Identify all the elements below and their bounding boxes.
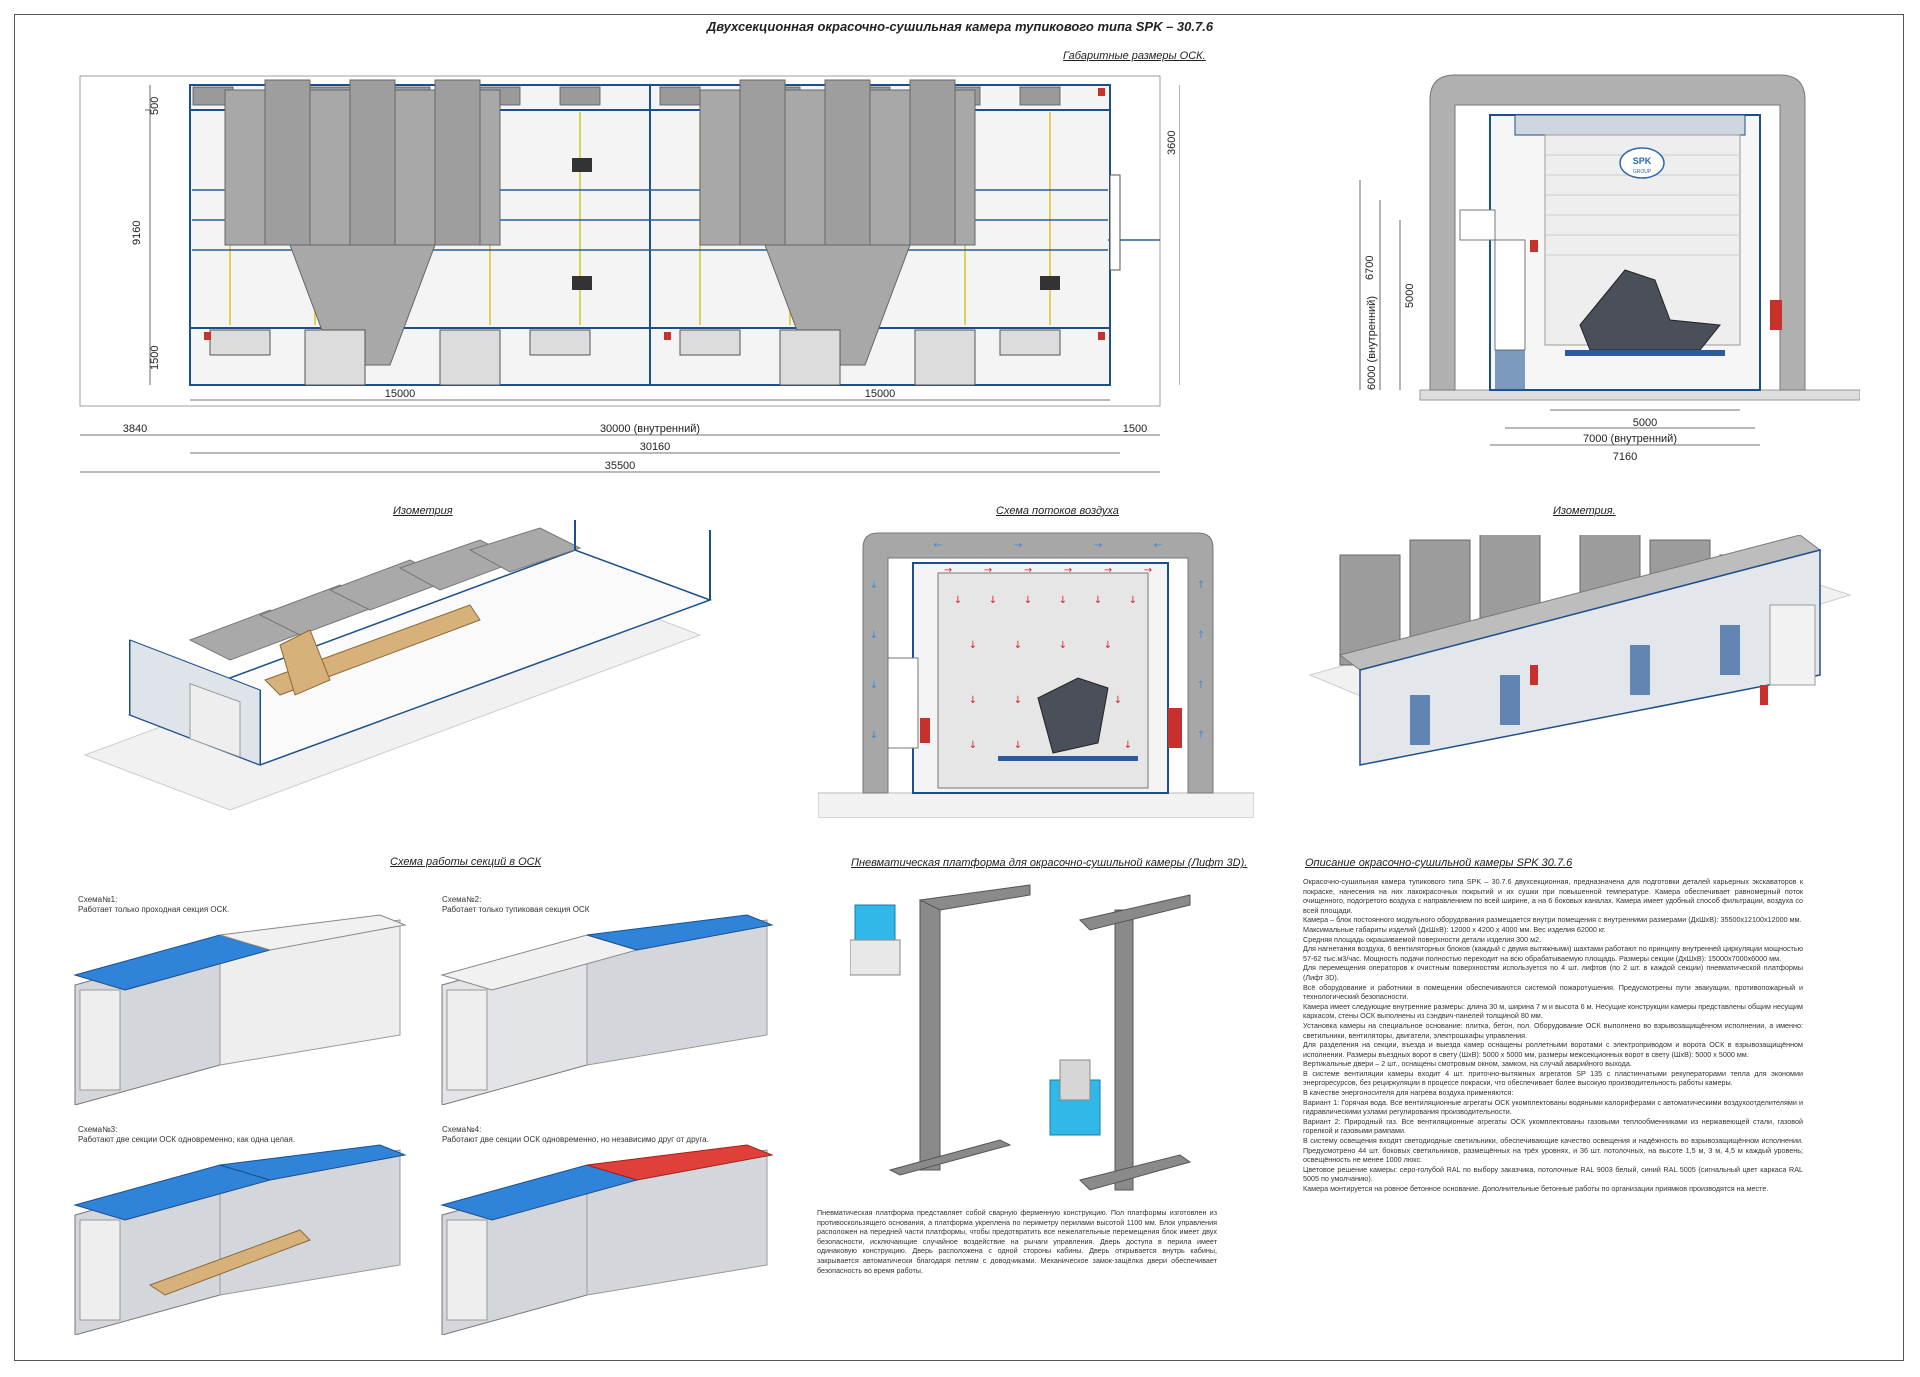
svg-text:↓: ↓ [1014,695,1022,706]
caption-iso-left: Изометрия [393,505,453,517]
svg-text:→: → [1104,565,1112,576]
dim-right-top: 3600 [1166,131,1178,155]
svg-text:↓: ↓ [1059,595,1067,606]
iso-right-view [1300,535,1860,775]
platform-view [850,880,1230,1200]
scheme-1-view [70,905,410,1105]
svg-text:↑: ↑ [1197,730,1205,741]
svg-text:→: → [1014,540,1022,551]
svg-text:→: → [1094,540,1102,551]
svg-text:→: → [1144,565,1152,576]
svg-text:↓: ↓ [1104,640,1112,651]
dim-section-2: 15000 [865,388,896,400]
front-dim-h1: 6700 [1364,256,1376,280]
front-dim-w1: 5000 [1633,417,1657,429]
iso-left-view [70,520,730,820]
svg-text:↓: ↓ [1059,640,1067,651]
svg-text:↓: ↓ [870,680,878,691]
front-logo-text: SPK [1633,156,1652,166]
dim-left-bottom: 1500 [149,346,161,370]
svg-text:↓: ↓ [954,595,962,606]
svg-text:↓: ↓ [870,730,878,741]
caption-plan: Габаритные размеры ОСК. [1063,50,1206,62]
caption-description: Описание окрасочно-сушильной камеры SPK … [1305,857,1573,869]
dim-left-mid: 9160 [131,221,143,245]
svg-text:↓: ↓ [969,740,977,751]
svg-text:↓: ↓ [870,630,878,641]
dim-inner: 30000 (внутренний) [600,423,700,435]
svg-text:→: → [1064,565,1072,576]
dim-left-out: 3840 [123,423,147,435]
svg-text:↓: ↓ [989,595,997,606]
svg-text:→: → [1024,565,1032,576]
svg-text:←: ← [934,540,942,551]
page-title: Двухсекционная окрасочно-сушильная камер… [706,19,1214,34]
svg-text:↓: ↓ [1124,740,1132,751]
caption-airflow: Схема потоков воздуха [996,505,1119,517]
svg-text:↓: ↓ [1114,695,1122,706]
svg-text:↓: ↓ [1129,595,1137,606]
svg-text:→: → [944,565,952,576]
drawing-frame [14,14,1904,1361]
svg-text:↓: ↓ [1094,595,1102,606]
dim-right-out: 1500 [1123,423,1147,435]
front-view: SPK GROUP 6700 6000 (внутренний) 5000 50… [1340,60,1860,490]
caption-platform: Пневматическая платформа для окрасочно-с… [851,857,1248,869]
svg-text:↑: ↑ [1197,630,1205,641]
dim-section-1: 15000 [385,388,416,400]
scheme-4-label: Схема№4:Работают две секции ОСК одноврем… [442,1125,709,1144]
svg-text:↓: ↓ [1014,640,1022,651]
scheme-2-view [437,905,777,1105]
front-logo-sub: GROUP [1633,169,1652,175]
front-dim-h2: 6000 (внутренний) [1366,296,1378,390]
scheme-1-label: Схема№1:Работает только проходная секция… [78,895,230,914]
svg-text:↓: ↓ [969,695,977,706]
scheme-2-label: Схема№2:Работает только тупиковая секция… [442,895,590,914]
platform-text: Пневматическая платформа представляет со… [817,1208,1217,1275]
svg-text:↓: ↓ [1024,595,1032,606]
dim-left-top: 500 [149,97,161,115]
front-dim-w2: 7000 (внутренний) [1583,433,1677,445]
svg-text:←: ← [1154,540,1162,551]
svg-text:↑: ↑ [1197,580,1205,591]
plan-view: 15000 15000 3840 30000 (внутренний) 1500… [60,60,1180,510]
dim-total-2: 35500 [605,460,636,472]
scheme-4-view [437,1135,777,1335]
scheme-3-label: Схема№3:Работают две секции ОСК одноврем… [78,1125,296,1144]
airflow-view: ↓ ↓ ↓ ↓ ↓ ↓ ↓ ↓ ↓ ↓ ↓ ↓ ↓ ↓ ↓ ↓ → → → → → → ↓ ↓ ↓ ↓ ↑ ↑ ↑ ↑ ← → →… [818,528,1254,818]
front-dim-w3: 7160 [1613,451,1637,463]
svg-text:→: → [984,565,992,576]
description-text: Окрасочно-сушильная камера тупикового ти… [1303,877,1803,1193]
scheme-3-view [70,1135,410,1335]
dim-total-1: 30160 [640,441,671,453]
front-dim-h3: 5000 [1404,284,1416,308]
caption-iso-right: Изометрия. [1553,505,1616,517]
svg-text:↓: ↓ [1014,740,1022,751]
svg-text:↓: ↓ [969,640,977,651]
caption-sections: Схема работы секций в ОСК [390,856,542,868]
svg-text:↓: ↓ [870,580,878,591]
svg-text:↑: ↑ [1197,680,1205,691]
